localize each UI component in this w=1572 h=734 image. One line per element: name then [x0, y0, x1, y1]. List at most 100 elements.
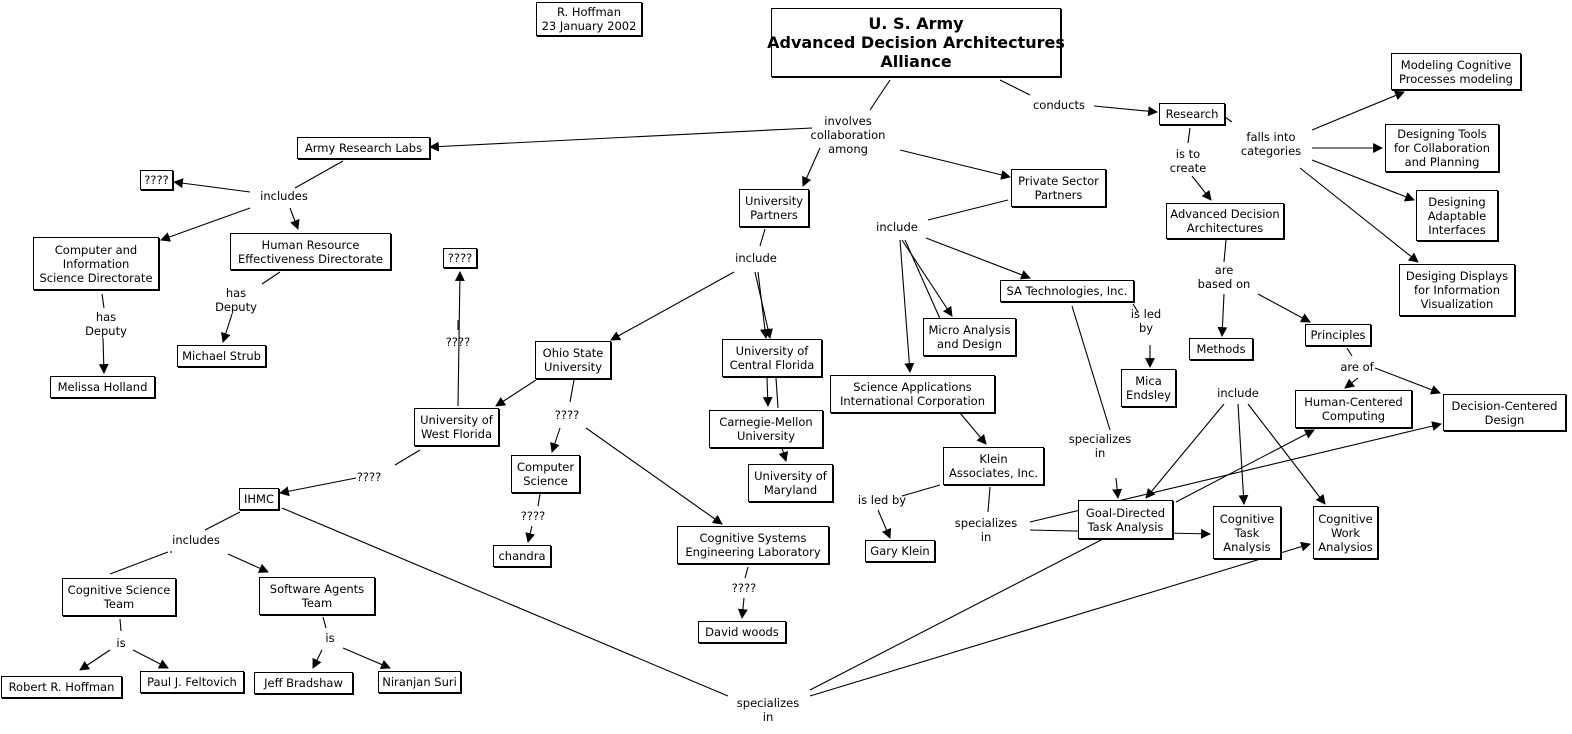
concept-node-woods[interactable]: David woods: [698, 621, 786, 643]
author-date-box: R. Hoffman 23 January 2002: [536, 2, 642, 36]
arrow-connector: [802, 147, 821, 187]
concept-node-cta[interactable]: Cognitive Task Analysis: [1213, 506, 1281, 559]
concept-node-saic[interactable]: Science Applications International Corpo…: [830, 375, 995, 413]
arrow-connector: [550, 427, 561, 453]
line-connector: [1132, 303, 1139, 313]
concept-node-klein[interactable]: Klein Associates, Inc.: [943, 447, 1044, 485]
line-connector: [537, 493, 541, 507]
concept-node-sat2[interactable]: Software Agents Team: [259, 577, 375, 615]
arrow-connector: [899, 149, 1011, 180]
document-date: 23 January 2002: [541, 19, 637, 33]
concept-node-cwa[interactable]: Cognitive Work Analysios: [1313, 506, 1378, 559]
concept-node-bradshaw[interactable]: Jeff Bradshaw: [254, 672, 353, 694]
concept-node-ddiv[interactable]: Desiging Displays for Information Visual…: [1399, 264, 1515, 316]
arrow-connector: [221, 313, 233, 343]
link-label-qq-uwf: ????: [445, 335, 471, 349]
link-label-basedon: are based on: [1197, 263, 1251, 291]
arrow-connector: [227, 553, 269, 573]
arrow-connector: [279, 477, 357, 497]
concept-node-cs[interactable]: Computer Science: [511, 455, 580, 493]
line-connector: [101, 293, 105, 309]
arrow-connector: [79, 649, 111, 671]
arrow-connector: [1237, 403, 1249, 505]
concept-node-cst[interactable]: Cognitive Science Team: [62, 578, 176, 616]
concept-node-chandra[interactable]: chandra: [493, 545, 551, 567]
arrow-connector: [173, 178, 251, 193]
line-connector: [809, 537, 1106, 691]
concept-node-endsley[interactable]: Mica Endsley: [1121, 369, 1176, 407]
arrow-connector: [1217, 293, 1228, 337]
link-label-qq-ihmc: ????: [356, 470, 382, 484]
concept-node-hcc[interactable]: Human-Centered Computing: [1295, 390, 1412, 428]
arrow-connector: [925, 237, 1031, 280]
link-label-hasdep1: has Deputy: [85, 310, 127, 338]
concept-node-ucf[interactable]: University of Central Florida: [722, 339, 822, 377]
arrow-connector: [1145, 403, 1225, 499]
arrow-connector: [1311, 159, 1415, 202]
arrow-connector: [1093, 105, 1158, 117]
concept-node-ada[interactable]: Advanced Decision Architectures: [1166, 203, 1284, 239]
concept-node-hoffman[interactable]: Robert R. Hoffman: [1, 676, 122, 698]
arrow-connector: [132, 649, 169, 669]
arrow-connector: [289, 207, 300, 230]
concept-node-psp[interactable]: Private Sector Partners: [1011, 169, 1106, 207]
arrow-connector: [610, 271, 735, 341]
link-label-spec1: specializes in: [1068, 432, 1132, 460]
concept-node-q2[interactable]: ????: [443, 248, 477, 268]
arrow-connector: [737, 597, 748, 619]
concept-node-ihmc[interactable]: IHMC: [239, 488, 279, 510]
concept-node-mad[interactable]: Micro Analysis and Design: [923, 318, 1016, 356]
arrow-connector: [585, 427, 723, 525]
arrow-connector: [877, 509, 892, 539]
concept-node-title[interactable]: U. S. Army Advanced Decision Architectur…: [767, 8, 1065, 77]
line-connector: [775, 377, 779, 409]
concept-node-mcp[interactable]: Modeling Cognitive Processes modeling: [1391, 53, 1521, 90]
concept-node-holland[interactable]: Melissa Holland: [50, 376, 155, 398]
concept-node-strub[interactable]: Michael Strub: [177, 345, 266, 367]
line-connector: [901, 484, 941, 497]
arrow-connector: [1344, 377, 1359, 389]
concept-node-dcd[interactable]: Decision-Centered Design: [1443, 394, 1566, 431]
concept-node-osu[interactable]: Ohio State University: [535, 341, 611, 379]
line-connector: [999, 79, 1031, 96]
concept-node-dai[interactable]: Designing Adaptable Interfaces: [1416, 190, 1498, 241]
concept-node-dtcp[interactable]: Designing Tools for Collaboration and Pl…: [1385, 124, 1499, 172]
concept-node-gdta[interactable]: Goal-Directed Task Analysis: [1078, 500, 1173, 539]
line-connector: [904, 239, 946, 331]
link-label-upinclude: include: [735, 251, 777, 265]
arrow-connector: [1311, 90, 1405, 131]
line-connector: [294, 160, 344, 189]
line-connector: [281, 507, 729, 697]
concept-node-uwf[interactable]: University of West Florida: [414, 408, 499, 446]
arrow-connector: [312, 649, 323, 669]
concept-node-arl[interactable]: Army Research Labs: [297, 137, 430, 159]
arrow-connector: [1299, 167, 1419, 263]
line-connector: [109, 551, 169, 575]
link-label-minclude: include: [1217, 386, 1259, 400]
concept-node-q1[interactable]: ????: [140, 170, 173, 190]
concept-node-feltovich[interactable]: Paul J. Feltovich: [140, 671, 244, 693]
concept-node-hred[interactable]: Human Resource Effectiveness Directorate: [230, 233, 391, 270]
link-label-is2: is: [325, 631, 335, 645]
concept-node-cisd[interactable]: Computer and Information Science Directo…: [33, 237, 159, 290]
link-label-hasdep2: has Deputy: [215, 286, 257, 314]
line-connector: [1223, 239, 1227, 263]
concept-node-cmu[interactable]: Carnegie-Mellon University: [709, 410, 823, 448]
concept-node-suri[interactable]: Niranjan Suri: [378, 671, 461, 693]
concept-node-csel[interactable]: Cognitive Systems Engineering Laboratory: [677, 526, 829, 564]
arrow-connector: [959, 412, 987, 445]
concept-node-methods[interactable]: Methods: [1189, 338, 1253, 360]
arrow-connector: [429, 127, 813, 152]
arrow-connector: [1247, 403, 1326, 505]
concept-node-up[interactable]: University Partners: [739, 189, 809, 227]
concept-node-sat[interactable]: SA Technologies, Inc.: [1000, 280, 1134, 302]
arrow-connector: [762, 377, 773, 407]
line-connector: [394, 449, 421, 466]
concept-node-gklein[interactable]: Gary Klein: [865, 540, 935, 562]
concept-node-umd[interactable]: University of Maryland: [748, 464, 833, 502]
concept-node-research[interactable]: Research: [1159, 103, 1225, 125]
arrow-connector: [495, 379, 537, 407]
link-label-qq-osu: ????: [554, 408, 580, 422]
concept-node-principles[interactable]: Principles: [1305, 324, 1371, 346]
